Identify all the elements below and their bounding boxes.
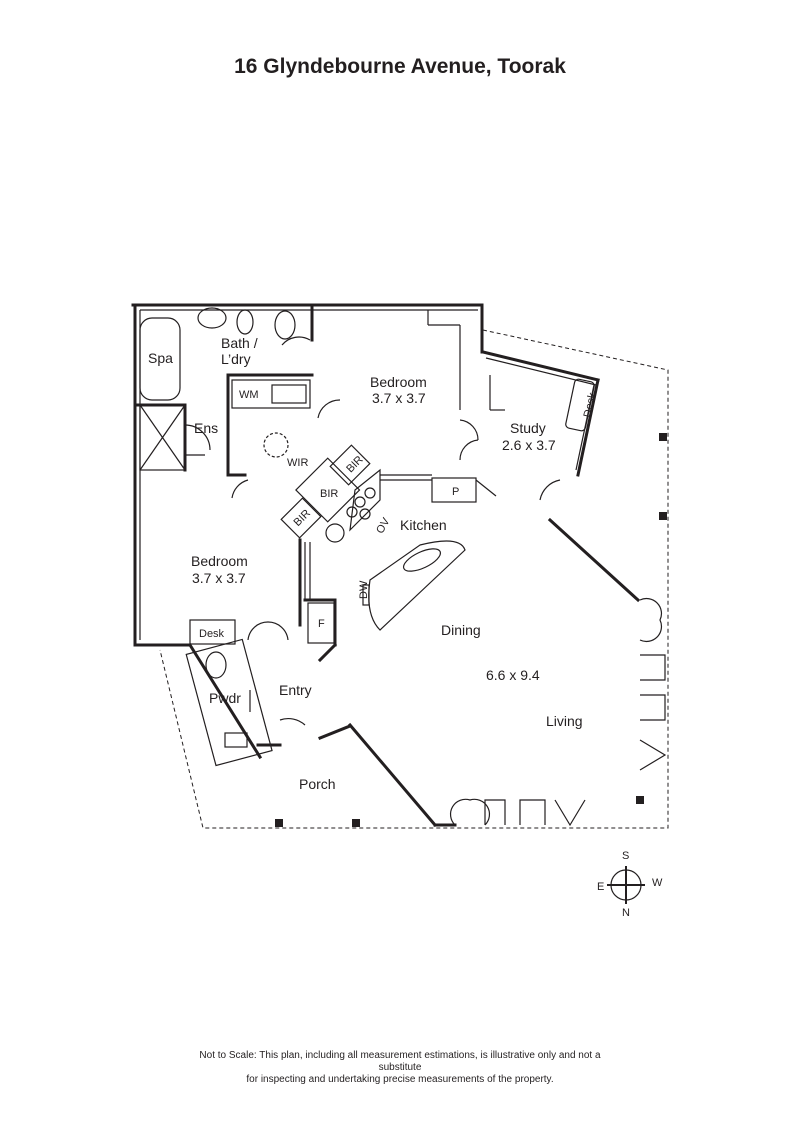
- wir-fixture: [263, 432, 289, 458]
- label-kitchen: Kitchen: [400, 517, 447, 533]
- label-living: Living: [546, 713, 583, 729]
- pantry: [431, 477, 477, 503]
- compass-n: N: [622, 907, 630, 919]
- wc: [236, 309, 254, 335]
- disclaimer-line-1: Not to Scale: This plan, including all m…: [199, 1050, 601, 1061]
- compass-icon: [607, 866, 645, 904]
- label-bedroom-1-size: 3.7 x 3.7: [372, 390, 426, 406]
- site-boundary: [159, 329, 669, 829]
- label-desk: Desk: [199, 628, 225, 640]
- compass-e: E: [597, 881, 604, 893]
- label-porch: Porch: [299, 776, 336, 792]
- label-dining: Dining: [441, 622, 481, 638]
- bir-box: [295, 457, 361, 523]
- label-wm: WM: [239, 389, 259, 401]
- wc: [205, 651, 227, 679]
- kitchen-island: [368, 540, 466, 631]
- disclaimer-line-2: substitute: [378, 1062, 422, 1073]
- label-laundry: L’dry: [221, 351, 251, 367]
- label-bath: Bath /: [221, 335, 258, 351]
- compass-s: S: [622, 850, 629, 862]
- label-study-desk: Desk: [582, 391, 599, 418]
- bir-box: [329, 444, 371, 486]
- label-bedroom-1: Bedroom: [370, 374, 427, 390]
- bir-box: [280, 497, 322, 539]
- compass-w: W: [652, 877, 663, 889]
- disclaimer: Not to Scale: This plan, including all m…: [150, 1050, 650, 1086]
- label-living-size: 6.6 x 9.4: [486, 667, 540, 683]
- dishwasher: [362, 584, 370, 606]
- label-entry: Entry: [279, 682, 312, 698]
- label-pwdr: Pwdr: [209, 690, 241, 706]
- post: [352, 819, 360, 827]
- label-dw: DW: [358, 580, 370, 599]
- post: [275, 819, 283, 827]
- label-ens: Ens: [194, 420, 218, 436]
- post: [659, 433, 667, 441]
- powder-room: [185, 638, 273, 767]
- label-bedroom-2-size: 3.7 x 3.7: [192, 570, 246, 586]
- label-spa: Spa: [148, 350, 173, 366]
- label-study-size: 2.6 x 3.7: [502, 437, 556, 453]
- post: [659, 512, 667, 520]
- wm-cupboard: [231, 379, 311, 409]
- shower: [139, 404, 186, 471]
- label-ov: OV: [374, 515, 393, 535]
- disclaimer-line-3: for inspecting and undertaking precise m…: [246, 1074, 554, 1085]
- page-title: 16 Glyndebourne Avenue, Toorak: [234, 55, 566, 78]
- label-bir-3: BIR: [292, 507, 313, 528]
- label-fridge: F: [318, 618, 325, 630]
- label-bir-2: BIR: [320, 488, 338, 500]
- desk: [189, 619, 236, 645]
- label-wir: WIR: [287, 457, 308, 469]
- basin: [197, 307, 227, 329]
- fridge: [307, 602, 335, 644]
- post: [636, 796, 644, 804]
- label-study: Study: [510, 420, 546, 436]
- label-bedroom-2: Bedroom: [191, 553, 248, 569]
- wc: [274, 310, 296, 340]
- label-pantry: P: [452, 486, 459, 498]
- sink: [325, 523, 345, 543]
- spa-tub: [139, 317, 181, 401]
